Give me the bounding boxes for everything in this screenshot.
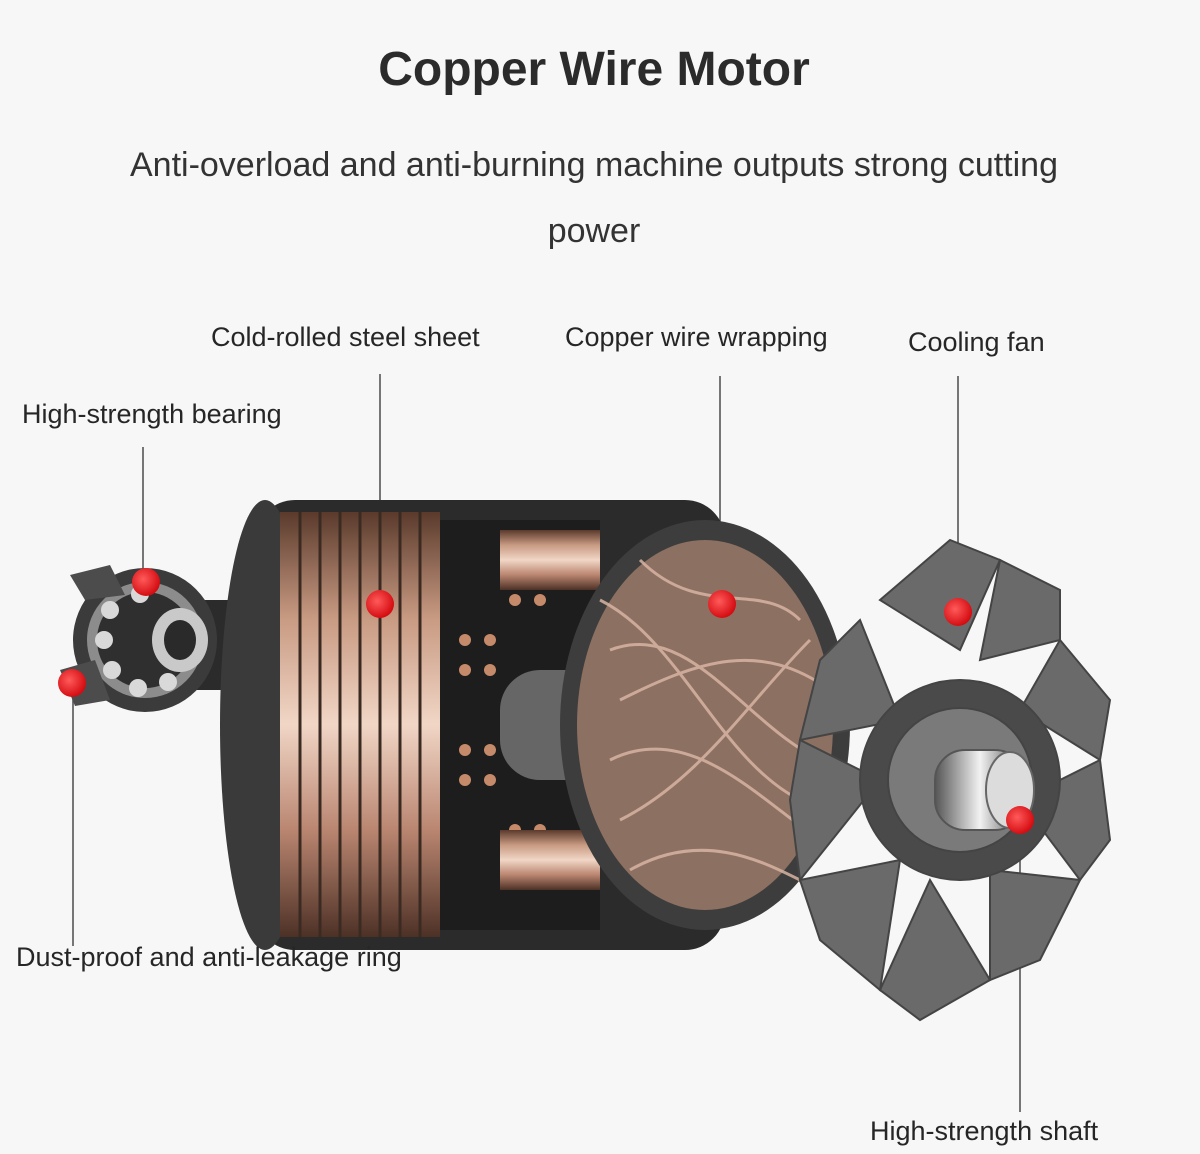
marker-copper-wire <box>708 590 736 618</box>
label-shaft: High-strength shaft <box>870 1116 1099 1146</box>
label-copper-wire: Copper wire wrapping <box>565 322 828 352</box>
marker-bearing <box>132 568 160 596</box>
label-bearing: High-strength bearing <box>22 399 282 429</box>
rotor-body <box>220 500 850 950</box>
marker-cooling-fan <box>944 598 972 626</box>
cooling-fan <box>788 538 1112 1022</box>
page-title: Copper Wire Motor <box>378 43 810 96</box>
marker-shaft <box>1006 806 1034 834</box>
label-cooling-fan: Cooling fan <box>908 327 1045 357</box>
marker-steel-sheet <box>366 590 394 618</box>
marker-dust-ring <box>58 669 86 697</box>
page-subtitle: Anti-overload and anti-burning machine o… <box>129 146 1058 250</box>
markers <box>58 568 1034 834</box>
label-dust-ring: Dust-proof and anti-leakage ring <box>16 942 402 972</box>
label-steel-sheet: Cold-rolled steel sheet <box>211 322 480 352</box>
